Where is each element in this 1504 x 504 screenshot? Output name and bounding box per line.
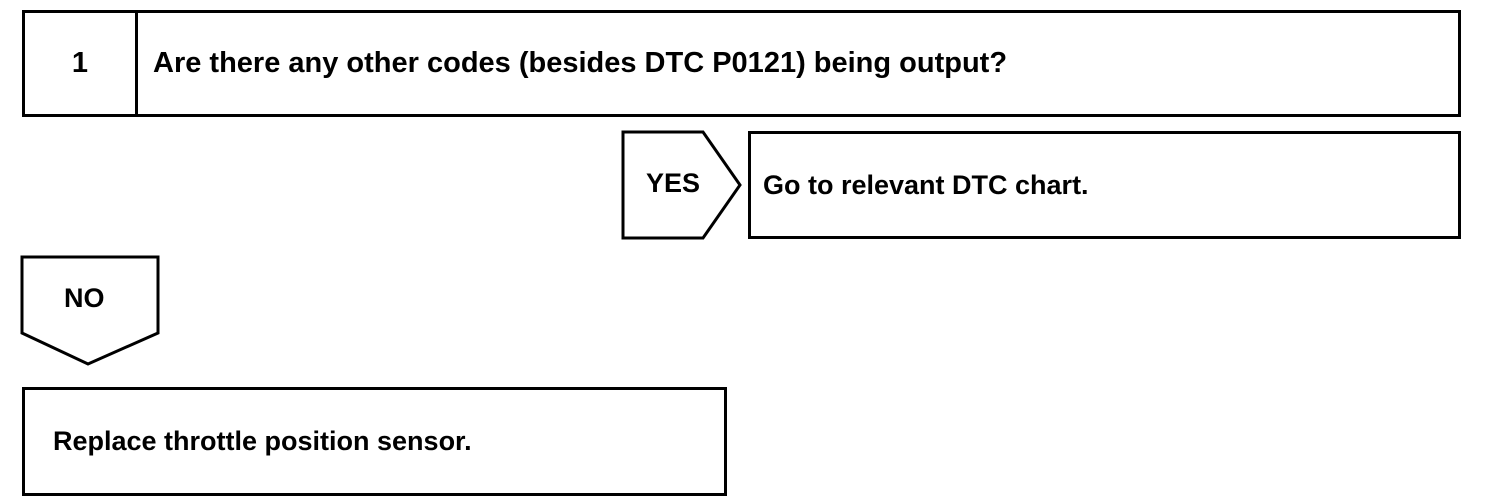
yes-result-box: Go to relevant DTC chart.: [748, 131, 1461, 239]
no-branch-label: NO: [64, 283, 105, 313]
yes-result-text: Go to relevant DTC chart.: [763, 169, 1089, 200]
yes-branch-label: YES: [646, 168, 701, 198]
step-number: 1: [25, 13, 138, 114]
step-question: Are there any other codes (besides DTC P…: [153, 47, 1008, 79]
no-result-box: Replace throttle position sensor.: [22, 387, 727, 496]
yes-arrow-shape: [621, 130, 742, 240]
no-result-text: Replace throttle position sensor.: [53, 426, 472, 456]
step-box: 1 Are there any other codes (besides DTC…: [22, 10, 1461, 117]
no-arrow-shape: [20, 255, 160, 366]
